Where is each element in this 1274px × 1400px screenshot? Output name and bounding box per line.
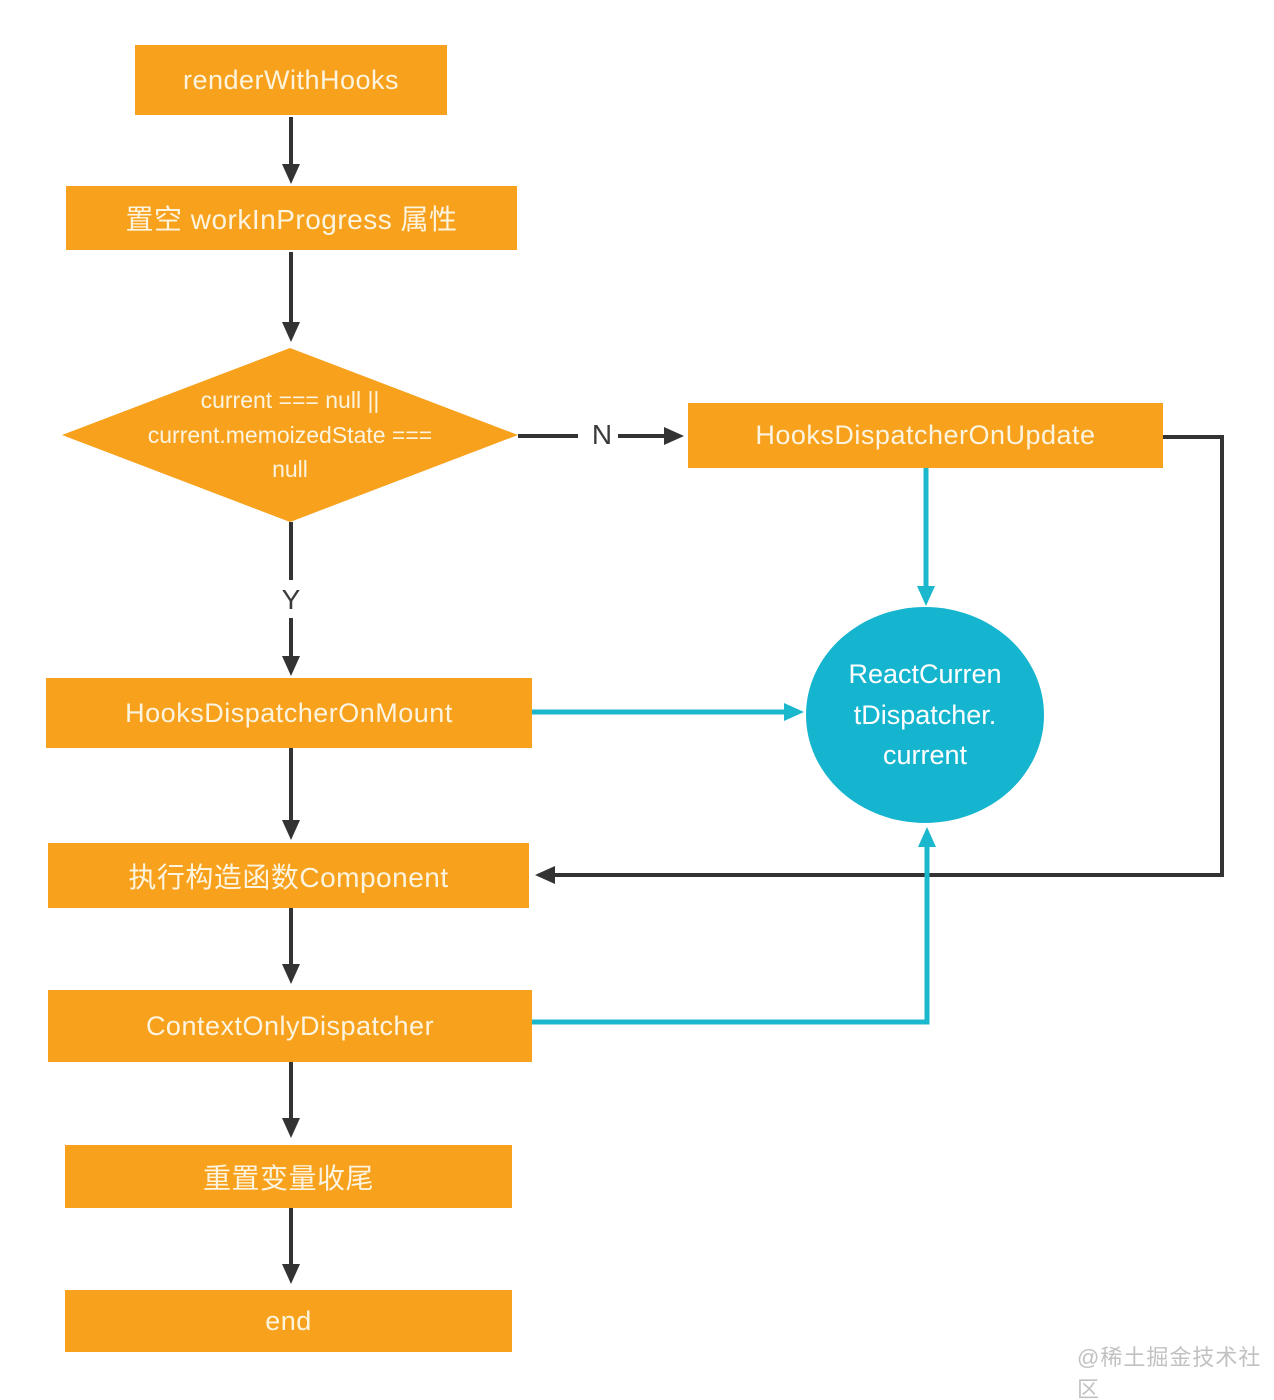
node-label: 置空 workInProgress 属性 (125, 204, 458, 235)
branch-label-no: N (591, 419, 613, 450)
decision-line: null (272, 456, 308, 483)
node-clear-work-in-progress: 置空 workInProgress 属性 (66, 186, 517, 250)
node-context-only-dispatcher: ContextOnlyDispatcher (48, 990, 532, 1062)
node-render-with-hooks: renderWithHooks (135, 45, 447, 115)
edge-update-to-exec-loop (535, 435, 1224, 884)
node-label: HooksDispatcherOnUpdate (755, 420, 1096, 450)
node-label: HooksDispatcherOnMount (125, 697, 453, 728)
node-hooks-dispatcher-on-mount: HooksDispatcherOnMount (46, 678, 532, 748)
edge-contextonly-to-dispatcher (532, 827, 936, 1025)
circle-line: current (882, 740, 968, 771)
decision-line: current.memoizedState === (147, 421, 433, 448)
watermark-text: @稀土掘金技术社区 (1077, 1345, 1262, 1400)
circle-line: tDispatcher. (853, 699, 997, 730)
node-exec-constructor-component: 执行构造函数Component (48, 843, 529, 908)
node-reset-variables: 重置变量收尾 (65, 1145, 512, 1208)
node-hooks-dispatcher-on-update: HooksDispatcherOnUpdate (688, 403, 1163, 468)
circle-line: ReactCurren (848, 659, 1002, 690)
node-label: end (265, 1305, 312, 1336)
node-label: ContextOnlyDispatcher (145, 1010, 435, 1041)
branch-label-yes: Y (281, 584, 301, 615)
node-react-current-dispatcher: ReactCurren tDispatcher. current (806, 607, 1044, 823)
node-label: 重置变量收尾 (202, 1162, 374, 1194)
decision-line: current === null || (200, 387, 380, 414)
node-end: end (65, 1290, 512, 1352)
node-label: renderWithHooks (182, 64, 400, 95)
node-label: 执行构造函数Component (128, 861, 449, 893)
